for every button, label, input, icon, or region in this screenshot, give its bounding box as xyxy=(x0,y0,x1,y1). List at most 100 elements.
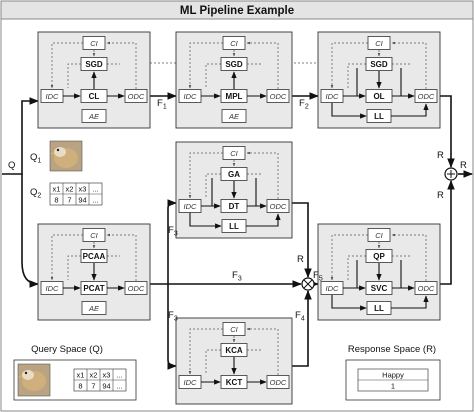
label-f4: F4 xyxy=(295,310,305,323)
odc-to-ci-link xyxy=(246,151,279,199)
edge-f4 xyxy=(292,290,312,367)
label-r-middle: R xyxy=(297,254,304,265)
odc-to-ci-link xyxy=(106,41,137,89)
stage-s1: CI IDC ODC SGD CL AE xyxy=(37,31,151,129)
idc-box-label: IDC xyxy=(184,378,198,387)
ci-to-idc-link xyxy=(50,42,83,89)
main-op-box-label: KCT xyxy=(226,378,243,387)
q2-header-cell: x3 xyxy=(79,185,87,194)
q2-value-cell: 8 xyxy=(54,196,58,205)
input-branch-upper xyxy=(2,97,39,175)
label-r-output: R xyxy=(460,160,467,171)
lower-to-odc-link xyxy=(391,295,429,309)
main-op-box-label: OL xyxy=(373,92,384,101)
ae-box-label: AE xyxy=(228,112,240,121)
upper-op-box-label: QP xyxy=(373,252,385,261)
upper-side-link xyxy=(67,255,81,280)
ae-box-label: AE xyxy=(88,112,100,121)
label-r-lower: R xyxy=(437,190,444,201)
sum-combiner xyxy=(444,167,458,181)
odc-box-label: ODC xyxy=(128,92,145,101)
upper-side-link xyxy=(205,63,221,88)
upper-op-box-label: PCAA xyxy=(83,252,106,261)
odc-box-label: ODC xyxy=(270,202,287,211)
ci-to-idc-link xyxy=(188,42,223,89)
idc-box-label: IDC xyxy=(326,284,340,293)
upper-op-box-label: SGD xyxy=(225,60,243,69)
ae-box xyxy=(221,109,247,123)
edge-f3-upper xyxy=(150,199,177,285)
idc-box-label: IDC xyxy=(46,92,60,101)
diagram-title: ML Pipeline Example xyxy=(180,5,294,17)
odc-box xyxy=(414,89,438,103)
upper-op-box-label: KCA xyxy=(225,346,243,355)
odc-box xyxy=(266,89,290,103)
upper-side-link xyxy=(205,349,221,374)
odc-box xyxy=(266,375,290,389)
odc-to-ci-link xyxy=(106,233,137,281)
query-image-bird xyxy=(49,140,83,172)
ci-box-label: CI xyxy=(90,231,98,240)
odc-box-label: ODC xyxy=(270,92,287,101)
upper-side-link xyxy=(347,255,366,280)
qs-header-cell: ... xyxy=(116,371,122,380)
upper-op-box-label: SGD xyxy=(85,60,103,69)
merge-combiner xyxy=(301,277,315,291)
ae-box-label: AE xyxy=(88,304,100,313)
response-space-panel: Response Space (R) Happy 1 xyxy=(345,344,441,401)
main-op-box-label: MPL xyxy=(226,92,243,101)
upper-op-box-label: GA xyxy=(228,170,240,179)
ci-to-idc-link xyxy=(188,328,223,375)
ci-box-label: CI xyxy=(230,325,238,334)
label-f5: F5 xyxy=(313,270,323,283)
qs-value-cell: 7 xyxy=(91,382,95,391)
stages-layer: CI IDC ODC SGD CL AE CI IDC ODC SGD MPL AE CI IDC ODC S… xyxy=(37,31,441,405)
q2-header-cell: x1 xyxy=(53,185,61,194)
label-f1: F1 xyxy=(157,98,167,111)
label-r-upper: R xyxy=(437,150,444,161)
odc-box-label: ODC xyxy=(418,92,435,101)
lower-to-odc-link xyxy=(246,213,281,227)
edge-r-middle xyxy=(292,202,312,278)
qs-value-cell: ... xyxy=(116,382,122,391)
q2-header-cell: x2 xyxy=(66,185,74,194)
input-branch-lower xyxy=(21,174,39,288)
q2-header-cell: ... xyxy=(92,185,98,194)
odc-box xyxy=(124,89,148,103)
ci-to-idc-link xyxy=(188,152,223,199)
stage-s2: CI IDC ODC SGD MPL AE xyxy=(175,31,293,129)
idc-box-label: IDC xyxy=(184,92,198,101)
query-table-q2: x1 x2 x3 ... 8 7 94 ... xyxy=(49,182,103,206)
upper-side-link xyxy=(205,173,221,198)
label-q: Q xyxy=(8,160,15,171)
label-f3-lower: F3 xyxy=(168,310,178,323)
ci-box-label: CI xyxy=(230,39,238,48)
response-value-cell: 1 xyxy=(391,382,395,391)
label-f2: F2 xyxy=(299,98,309,111)
upper-op-box-label: SGD xyxy=(370,60,388,69)
odc-box xyxy=(266,199,290,213)
query-space-caption: Query Space (Q) xyxy=(31,344,103,355)
qs-header-cell: x3 xyxy=(103,371,111,380)
ae-box xyxy=(81,109,107,123)
odc-to-ci-link xyxy=(391,41,427,89)
ae-box xyxy=(81,301,107,315)
main-flow xyxy=(2,92,473,370)
q2-value-cell: ... xyxy=(92,196,98,205)
main-op-box-label: CL xyxy=(89,92,100,101)
q2-value-cell: 94 xyxy=(78,196,86,205)
qs-value-cell: 94 xyxy=(102,382,110,391)
label-q2: Q2 xyxy=(30,187,41,200)
idc-box-label: IDC xyxy=(46,284,60,293)
odc-to-ci-link xyxy=(246,41,279,89)
qs-header-cell: x2 xyxy=(90,371,98,380)
ci-box-label: CI xyxy=(90,39,98,48)
query-space-panel: Query Space (Q) x1 x2 x3 ... 8 7 94 ... xyxy=(13,344,137,401)
upper-side-link xyxy=(67,63,81,88)
lower-to-odc-link xyxy=(391,103,429,117)
